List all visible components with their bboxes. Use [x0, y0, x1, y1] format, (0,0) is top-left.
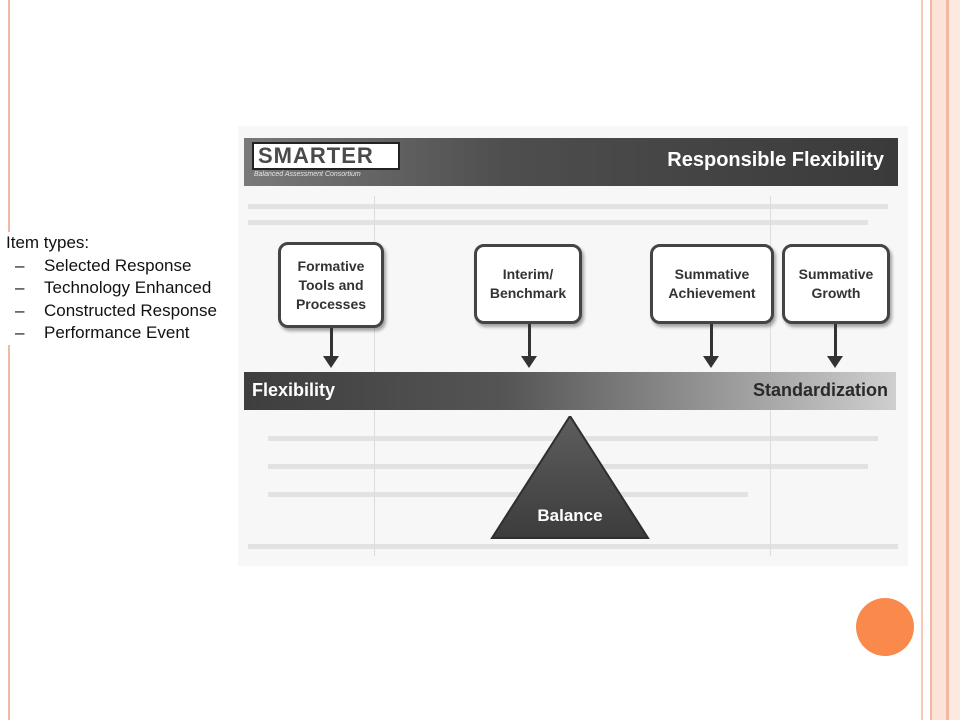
beam-label-flexibility: Flexibility: [252, 380, 336, 400]
beam-label-standardization: Standardization: [752, 380, 888, 400]
scan-noise: [248, 544, 898, 549]
dash-bullet: –: [15, 323, 25, 342]
dash-bullet: –: [15, 255, 25, 275]
smarter-logo: SMARTER: [252, 142, 400, 170]
list-item: –Technology Enhanced: [6, 277, 217, 300]
node-line: Summative: [674, 266, 750, 282]
dash-bullet: –: [15, 300, 25, 320]
node-line: Formative: [297, 257, 365, 274]
figure-header-bar: SMARTER Balanced Assessment Consortium R…: [244, 138, 898, 186]
arrow-head: [521, 356, 537, 368]
node-summative-growth: Summative Growth: [782, 244, 890, 324]
arrow-shaft: [330, 328, 333, 358]
item-type-label: Selected Response: [44, 255, 192, 275]
arrow-shaft: [710, 324, 713, 358]
fulcrum-label-balance: Balance: [537, 506, 603, 525]
node-line: Tools and: [298, 276, 364, 293]
arrow-head: [323, 356, 339, 368]
node-summative-achievement: Summative Achievement: [650, 244, 774, 324]
node-line: Growth: [811, 285, 861, 301]
dash-bullet: –: [15, 278, 25, 297]
arrow-shaft: [834, 324, 837, 358]
node-line: Benchmark: [489, 285, 567, 301]
item-types-bullets: –Selected Response –Technology Enhanced …: [6, 255, 217, 345]
item-types-title: Item types:: [6, 233, 90, 252]
arrow-head: [827, 356, 843, 368]
balance-beam: Flexibility Standardization: [244, 372, 896, 410]
slide-left-border: [0, 0, 10, 720]
node-line: Summative: [798, 266, 874, 282]
item-type-label: Technology Enhanced: [44, 278, 212, 297]
node-line: Achievement: [668, 285, 756, 301]
list-item: –Constructed Response: [6, 300, 217, 323]
node-interim: Interim/ Benchmark: [474, 244, 582, 324]
scan-noise: [248, 204, 888, 209]
item-types-list: Item types: –Selected Response –Technolo…: [6, 232, 221, 345]
decorative-circle: [856, 598, 914, 656]
slide-right-border: [918, 0, 960, 720]
scan-noise: [248, 220, 868, 225]
node-line: Interim/: [502, 266, 554, 282]
list-item: –Performance Event: [6, 322, 217, 345]
fulcrum-triangle: [490, 416, 650, 539]
list-item: –Selected Response: [6, 255, 217, 278]
item-type-label: Performance Event: [44, 323, 190, 342]
node-line: Processes: [295, 295, 367, 312]
arrow-shaft: [528, 324, 531, 358]
logo-subtitle: Balanced Assessment Consortium: [254, 171, 361, 178]
scan-noise: [268, 492, 748, 497]
item-type-label: Constructed Response: [44, 300, 217, 320]
node-formative: Formative Tools and Processes: [278, 242, 384, 328]
figure-title: Responsible Flexibility: [667, 149, 884, 171]
arrow-head: [703, 356, 719, 368]
responsible-flexibility-figure: SMARTER Balanced Assessment Consortium R…: [238, 126, 908, 566]
